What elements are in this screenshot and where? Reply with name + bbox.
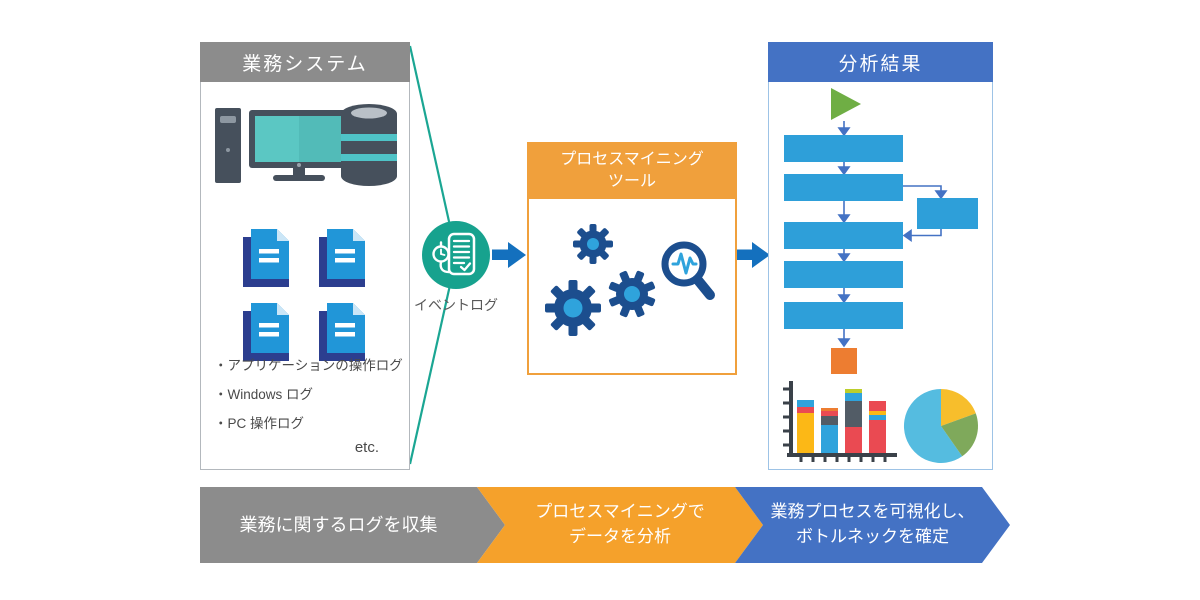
log-file-icon	[243, 229, 289, 287]
bar-chart-icon	[783, 381, 897, 462]
result-flowchart-and-charts	[783, 88, 979, 463]
banner-step-collect: 業務に関するログを収集	[200, 487, 505, 563]
mining-tool-box: プロセスマイニング ツール	[527, 142, 737, 375]
analysis-result-box: 分析結果	[768, 42, 993, 470]
gear-medium-icon	[608, 270, 656, 318]
event-log-document-clock-icon	[432, 232, 476, 276]
tool-box-title-line2: ツール	[607, 173, 656, 190]
tool-box-title-line1: プロセスマイニング	[560, 151, 704, 169]
log-type-item: ・PC 操作ログ	[214, 416, 305, 431]
banner-step-analyze: プロセスマイニングで データを分析	[477, 487, 763, 563]
database-icon	[341, 104, 397, 186]
event-log-label: イベントログ	[414, 297, 498, 313]
log-file-icon	[319, 229, 365, 287]
arrow-right-icon	[736, 242, 770, 268]
banner-step-collect-label: 業務に関するログを収集	[239, 514, 438, 535]
pulse-magnifier-icon	[661, 241, 715, 300]
gear-large-icon	[545, 280, 601, 336]
log-type-list: ・アプリケーションの操作ログ ・Windows ログ ・PC 操作ログ	[214, 351, 403, 438]
desktop-computer-icon	[215, 108, 349, 183]
log-type-item: ・アプリケーションの操作ログ	[214, 358, 403, 373]
source-systems-box: 業務システム	[200, 42, 410, 470]
arrow-right-icon	[492, 242, 526, 268]
pie-chart-icon	[903, 388, 979, 463]
start-node-icon	[831, 88, 861, 120]
log-type-item: ・Windows ログ	[214, 387, 314, 402]
gear-small-icon	[573, 224, 613, 264]
log-documents	[241, 229, 369, 361]
log-file-icon	[243, 303, 289, 361]
banner-step-analyze-label: プロセスマイニングで データを分析	[535, 502, 705, 546]
bottleneck-node-icon	[831, 348, 857, 374]
source-box-title: 業務システム	[200, 42, 410, 82]
event-log-circle	[422, 221, 490, 289]
computer-and-database-icons	[215, 104, 397, 186]
banner-step-visualize-label: 業務プロセスを可視化し、 ボトルネックを確定	[770, 502, 975, 546]
banner-step-visualize: 業務プロセスを可視化し、 ボトルネックを確定	[735, 487, 1010, 563]
log-file-icon	[319, 303, 365, 361]
result-box-title: 分析結果	[768, 42, 993, 82]
tool-box-title: プロセスマイニング ツール	[528, 143, 736, 199]
gears-and-magnifier-art	[545, 224, 715, 336]
etc-label: etc.	[354, 439, 379, 456]
process-step-bars	[784, 135, 978, 329]
